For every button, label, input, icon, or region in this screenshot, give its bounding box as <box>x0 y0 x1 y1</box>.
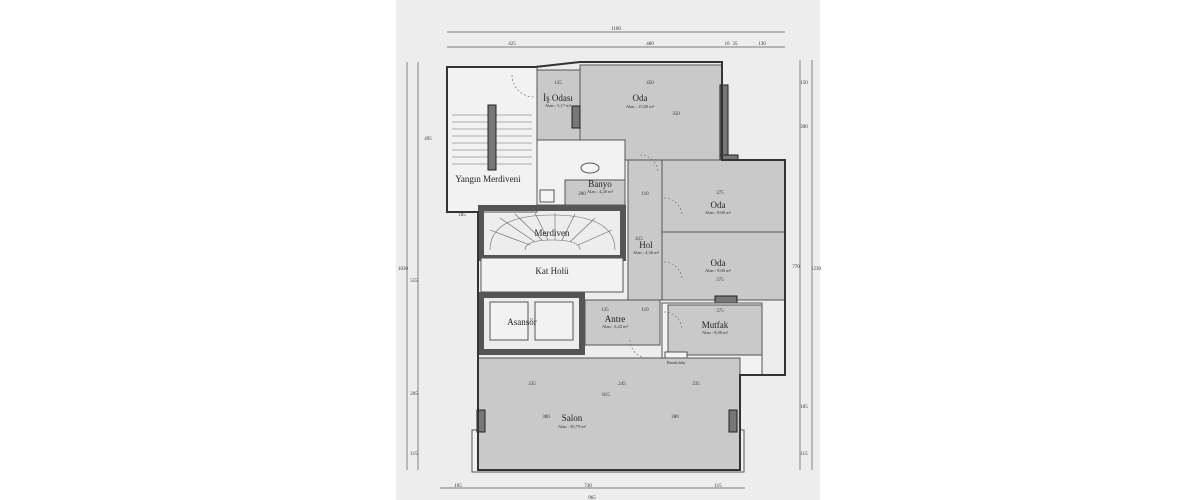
label-mutfak: Mutfak <box>702 320 729 330</box>
area-oda-1: Alan : 15,00 m² <box>626 104 655 110</box>
dim: 375 <box>716 191 724 196</box>
area-oda-3: Alan : 9,00 m² <box>705 268 732 274</box>
dim: 380 <box>671 415 679 420</box>
sink-icon <box>580 162 600 174</box>
dim: 235 <box>692 382 700 387</box>
label-hol: Hol <box>639 240 653 250</box>
label-oda-1: Oda <box>633 93 648 103</box>
area-banyo: Alan : 4,20 m² <box>587 189 614 195</box>
room-asansor <box>478 292 585 355</box>
room-salon <box>477 357 741 471</box>
stair-divider <box>487 104 497 171</box>
dim: 770 <box>792 265 800 270</box>
room-oda-2 <box>661 159 786 233</box>
dim: 1030 <box>398 267 409 272</box>
area-mutfak: Alan : 9,00 m² <box>702 330 729 336</box>
column <box>571 105 581 129</box>
dim: 450 <box>646 81 654 86</box>
dim: 425 <box>508 42 516 47</box>
dim: 1100 <box>611 27 621 32</box>
dim: 115 <box>410 452 418 457</box>
label-banyo: Banyo <box>588 179 612 189</box>
dim: 10 <box>725 42 731 47</box>
dim: 1230 <box>811 267 822 272</box>
dim: 245 <box>618 382 626 387</box>
elevator-cab-1 <box>489 301 529 341</box>
dim: 135 <box>601 308 609 313</box>
toilet-icon <box>539 189 555 203</box>
spiral-stair <box>489 212 616 251</box>
dim: 815 <box>602 393 610 398</box>
dim: 555 <box>410 279 418 284</box>
label-salon: Salon <box>562 413 583 423</box>
dim: 280 <box>578 192 586 197</box>
dim: 115 <box>714 484 722 489</box>
dim: 130 <box>758 42 766 47</box>
dim: 115 <box>800 452 808 457</box>
area-oda-2: Alan : 9,00 m² <box>705 210 732 216</box>
label-kat-holu: Kat Holü <box>535 266 569 276</box>
label-buzdolabi: Buzdolabı <box>667 360 686 365</box>
dim: 35 <box>733 42 739 47</box>
column <box>714 295 738 304</box>
room-hol <box>627 159 663 301</box>
label-antre: Antre <box>605 314 626 324</box>
dim: 335 <box>528 382 536 387</box>
area-antre: Alan : 3,43 m² <box>602 324 629 330</box>
dim: 110 <box>641 192 649 197</box>
mutfak-counter <box>667 304 763 356</box>
dim: 135 <box>554 81 562 86</box>
dim: 205 <box>410 392 418 397</box>
dim: 375 <box>716 278 724 283</box>
dim: 480 <box>646 42 654 47</box>
area-salon: Alan : 30,79 m² <box>558 424 587 430</box>
dim: 965 <box>588 496 596 500</box>
dim: 730 <box>584 484 592 489</box>
room-antre <box>584 299 661 346</box>
dim: 495 <box>424 137 432 142</box>
dim: 185 <box>458 213 466 218</box>
elevator-cab-2 <box>534 301 574 341</box>
dim: 185 <box>800 405 808 410</box>
dim: 415 <box>635 237 643 242</box>
dim: 380 <box>542 415 550 420</box>
outer-wall <box>446 61 786 471</box>
dim: 300 <box>800 125 808 130</box>
label-yangin: Yangın Merdiveni <box>455 174 521 184</box>
area-hol: Alan : 4,36 m² <box>633 250 660 256</box>
dimension-texts: 1100 425 480 10 35 130 450 135 280 110 3… <box>398 27 822 500</box>
door-swings <box>511 74 683 359</box>
room-kat-holu <box>480 257 624 293</box>
dim: 150 <box>800 81 808 86</box>
label-merdiven: Merdiven <box>535 228 570 238</box>
label-is-odasi: İş Odası <box>543 93 573 103</box>
dim: 375 <box>716 309 724 314</box>
label-oda-3: Oda <box>711 258 726 268</box>
column <box>728 409 738 433</box>
area-is-odasi: Alan : 5,17 m² <box>545 103 572 109</box>
dim: 105 <box>454 484 462 489</box>
dim: 350 <box>672 112 680 117</box>
dim: 110 <box>641 308 649 313</box>
label-asansor: Asansör <box>507 317 537 327</box>
room-oda-3 <box>661 231 786 301</box>
label-oda-2: Oda <box>711 200 726 210</box>
